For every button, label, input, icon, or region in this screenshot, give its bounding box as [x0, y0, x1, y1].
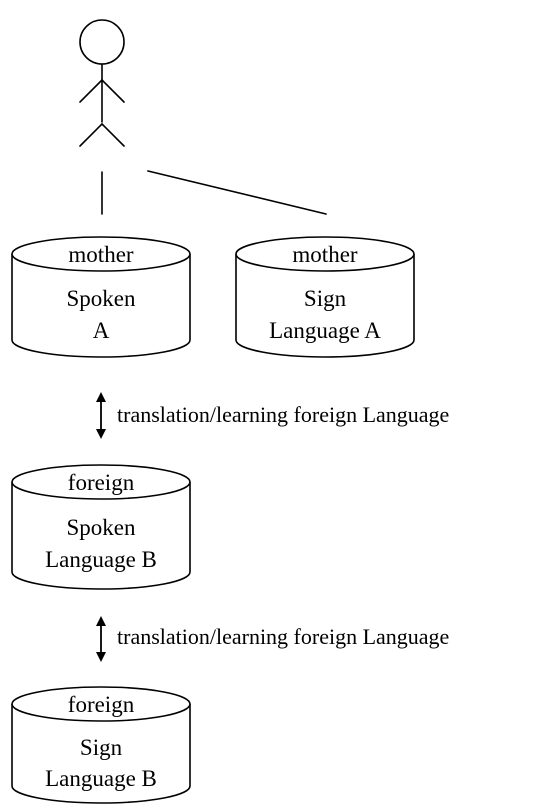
database-top-label: mother	[68, 242, 133, 267]
database-top-label: foreign	[68, 470, 135, 495]
translation-arrow-label: translation/learning foreign Language	[117, 624, 449, 649]
translation-arrow-label: translation/learning foreign Language	[117, 402, 449, 427]
database-sign-a: mother Sign Language A	[235, 236, 415, 358]
database-spoken-b: foreign Spoken Language B	[11, 464, 191, 590]
database-label-line2: Language B	[45, 547, 157, 572]
database-label-line1: Spoken	[67, 286, 137, 311]
database-label-line1: Sign	[304, 286, 347, 311]
database-label-line2: A	[93, 318, 110, 343]
stick-figure-icon	[79, 19, 125, 147]
database-label-line1: Spoken	[67, 515, 137, 540]
database-spoken-a: mother Spoken A	[11, 236, 191, 358]
database-top-label: mother	[292, 242, 357, 267]
translation-arrow-1: translation/learning foreign Language	[96, 392, 449, 439]
translation-arrow-2: translation/learning foreign Language	[96, 616, 449, 662]
database-top-label: foreign	[68, 692, 135, 717]
database-sign-b: foreign Sign Language B	[11, 686, 191, 804]
connector-line-sign	[147, 170, 327, 215]
database-label-line1: Sign	[80, 735, 123, 760]
database-label-line2: Language B	[45, 766, 157, 791]
database-label-line2: Language A	[269, 318, 381, 343]
